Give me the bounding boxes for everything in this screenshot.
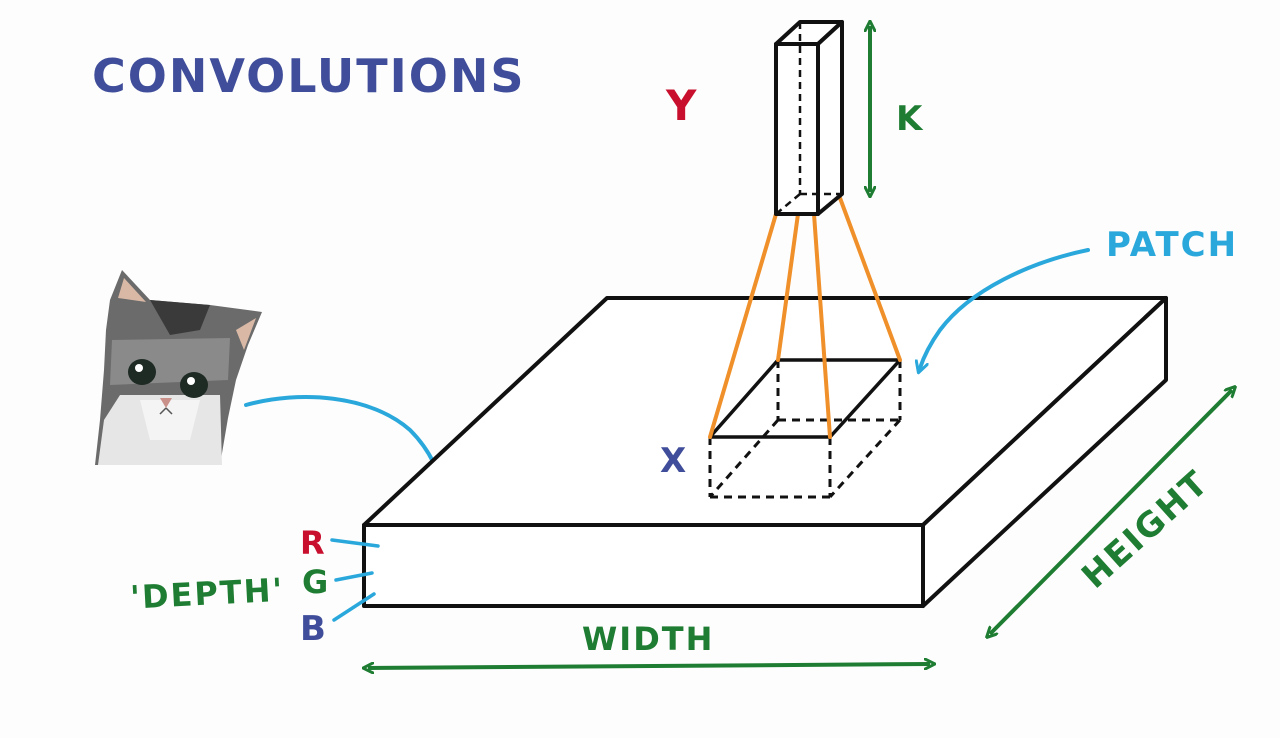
- projection-lines: [708, 196, 902, 439]
- width-label: WIDTH: [582, 620, 714, 658]
- channel-g-label: G: [302, 563, 330, 601]
- input-volume: [362, 296, 1168, 608]
- patch-pointer-arrow: [920, 248, 1090, 368]
- output-depth-label: K: [896, 99, 924, 139]
- channel-b-label: B: [300, 609, 328, 649]
- width-arrow: [368, 664, 930, 668]
- output-label: Y: [665, 81, 698, 130]
- channel-b-tick: [332, 592, 376, 622]
- channel-g-tick: [334, 571, 374, 582]
- output-column: [774, 20, 844, 216]
- title: CONVOLUTIONS: [92, 49, 526, 103]
- kitten-photo: [95, 270, 262, 465]
- channel-r-label: R: [300, 524, 327, 562]
- depth-label: 'DEPTH': [129, 571, 285, 617]
- height-arrow: [990, 390, 1232, 634]
- input-label: X: [660, 441, 688, 481]
- patch-label: PATCH: [1106, 225, 1238, 265]
- channel-r-tick: [330, 538, 380, 548]
